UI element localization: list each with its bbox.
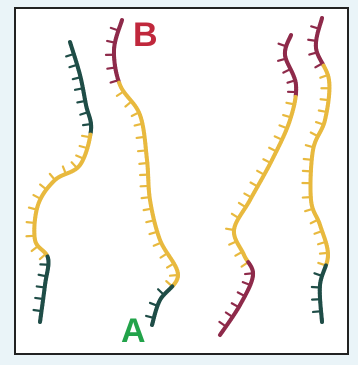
diagram-frame [15,8,348,354]
backbone-segment [220,334,221,335]
label-a: A [121,314,146,348]
label-b: B [133,18,158,52]
